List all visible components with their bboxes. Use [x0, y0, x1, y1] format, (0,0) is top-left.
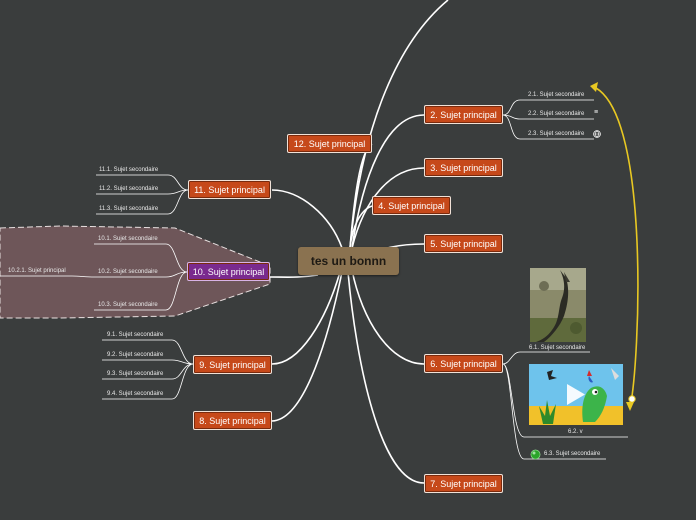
subtopic-6-1[interactable]: 6.1. Sujet secondaire — [529, 345, 586, 351]
relationship-arrow-end — [626, 402, 634, 411]
subtopic-11-1[interactable]: 11.1. Sujet secondaire — [99, 167, 159, 173]
subtopic-2-3[interactable]: 2.3. Sujet secondaire — [528, 131, 585, 137]
video-thumbnail[interactable] — [529, 364, 623, 425]
main-topic-6[interactable]: 6. Sujet principal — [424, 354, 503, 373]
subtopic-9-1[interactable]: 9.1. Sujet secondaire — [107, 332, 164, 338]
subtopic-2-1[interactable]: 2.1. Sujet secondaire — [528, 92, 585, 98]
subtopic-10-1[interactable]: 10.1. Sujet secondaire — [98, 236, 158, 242]
green-dot-icon — [530, 449, 541, 460]
central-connectors — [269, 0, 449, 484]
subtopic-9-2[interactable]: 9.2. Sujet secondaire — [107, 352, 164, 358]
relationship-line[interactable] — [595, 87, 639, 409]
main-topic-8[interactable]: 8. Sujet principal — [193, 411, 272, 430]
note-icon[interactable]: ≡ — [594, 109, 599, 116]
crocodile-image[interactable] — [530, 268, 586, 342]
central-topic[interactable]: tes un bonnn — [298, 247, 399, 275]
subtopic-6-3[interactable]: 6.3. Sujet secondaire — [544, 451, 601, 457]
relationship-handle[interactable] — [628, 395, 636, 403]
topic-10-boundary — [0, 225, 271, 319]
subtopic-11-3[interactable]: 11.3. Sujet secondaire — [99, 206, 159, 212]
main-topic-2[interactable]: 2. Sujet principal — [424, 105, 503, 124]
relationship-arrow-start — [590, 82, 598, 92]
main-topic-9[interactable]: 9. Sujet principal — [193, 355, 272, 374]
subtopic-6-2[interactable]: 6.2. v — [568, 429, 583, 435]
main-topic-12[interactable]: 12. Sujet principal — [287, 134, 372, 153]
subtopic-11-2[interactable]: 11.2. Sujet secondaire — [99, 186, 159, 192]
globe-link-icon[interactable] — [593, 130, 601, 138]
subtopic-2-2[interactable]: 2.2. Sujet secondaire — [528, 111, 585, 117]
main-topic-11[interactable]: 11. Sujet principal — [188, 180, 271, 199]
main-topic-3[interactable]: 3. Sujet principal — [424, 158, 503, 177]
sub-connectors — [0, 99, 628, 460]
subtopic-10-2-1[interactable]: 10.2.1. Sujet principal — [8, 268, 66, 274]
main-topic-10[interactable]: 10. Sujet principal — [187, 262, 270, 281]
subtopic-10-2[interactable]: 10.2. Sujet secondaire — [98, 269, 158, 275]
main-topic-4[interactable]: 4. Sujet principal — [372, 196, 451, 215]
subtopic-10-3[interactable]: 10.3. Sujet secondaire — [98, 302, 158, 308]
main-topic-7[interactable]: 7. Sujet principal — [424, 474, 503, 493]
subtopic-9-4[interactable]: 9.4. Sujet secondaire — [107, 391, 164, 397]
main-topic-5[interactable]: 5. Sujet principal — [424, 234, 503, 253]
subtopic-9-3[interactable]: 9.3. Sujet secondaire — [107, 371, 164, 377]
